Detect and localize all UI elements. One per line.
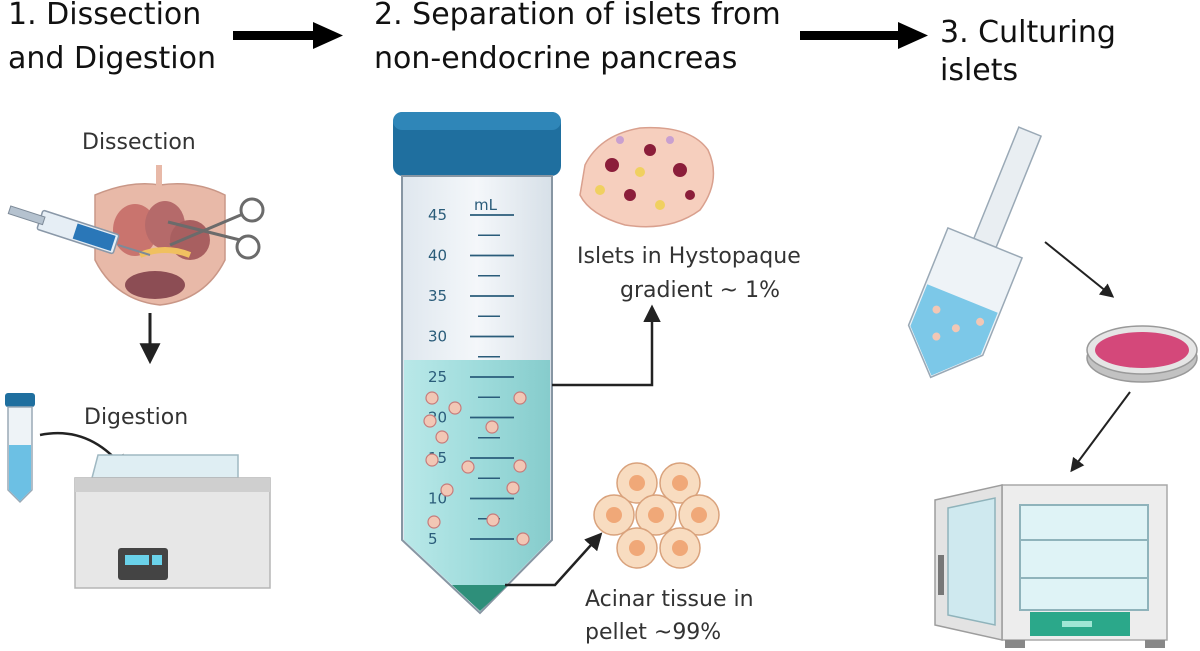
- islets-label-line2: gradient ~ 1%: [620, 278, 780, 303]
- arrow-to-incubator: [1070, 391, 1131, 473]
- arrow-to-dish: [1044, 241, 1115, 298]
- tube-tick-label: 35: [428, 287, 447, 305]
- step1-title-line2: and Digestion: [8, 41, 217, 76]
- acinar-label-line1: Acinar tissue in: [585, 587, 754, 612]
- tube-liquid: [404, 360, 550, 611]
- digestion-illustration: [5, 393, 271, 589]
- islets-label-line1: Islets in Hystopaque: [577, 244, 801, 269]
- acinar-cells-illustration: [593, 462, 720, 569]
- incubator-icon: [934, 484, 1168, 648]
- dissection-illustration: [7, 165, 265, 306]
- step3-title: 3. Culturing islets: [940, 15, 1116, 88]
- syringe-icon: [7, 205, 151, 256]
- tube-unit-label: mL: [474, 196, 498, 214]
- tube-pellet: [452, 585, 508, 611]
- tube-tick-label: 40: [428, 247, 447, 265]
- arrow-to-islets: [552, 304, 661, 387]
- centrifuge-tube: mL: [393, 112, 561, 615]
- digestion-label: Digestion: [84, 405, 189, 430]
- tube-tick-label: 25: [428, 368, 447, 386]
- tube-tick-label: 5: [428, 530, 438, 548]
- acinar-label-line2: pellet ~99%: [585, 620, 722, 645]
- arrow-step1-to-step2: [233, 22, 343, 49]
- petri-dish-icon: [1086, 325, 1198, 383]
- dissection-label: Dissection: [82, 130, 196, 155]
- scissors-icon: [167, 197, 265, 260]
- step2-title-line2: non-endocrine pancreas: [374, 41, 738, 76]
- step2-title-line1: 2. Separation of islets from: [374, 0, 781, 32]
- arrow-to-acinar: [505, 532, 603, 587]
- small-tube-icon: [5, 393, 35, 504]
- islet-clusters: [423, 391, 530, 546]
- islet-illustration: [579, 126, 715, 228]
- tube-tick-label: 30: [428, 328, 447, 346]
- arrow-step2-to-step3: [800, 22, 928, 49]
- tube-tick-label: 45: [428, 206, 447, 224]
- pipette-tube-illustration: [907, 126, 1043, 379]
- step1-title-line1: 1. Dissection: [8, 0, 202, 32]
